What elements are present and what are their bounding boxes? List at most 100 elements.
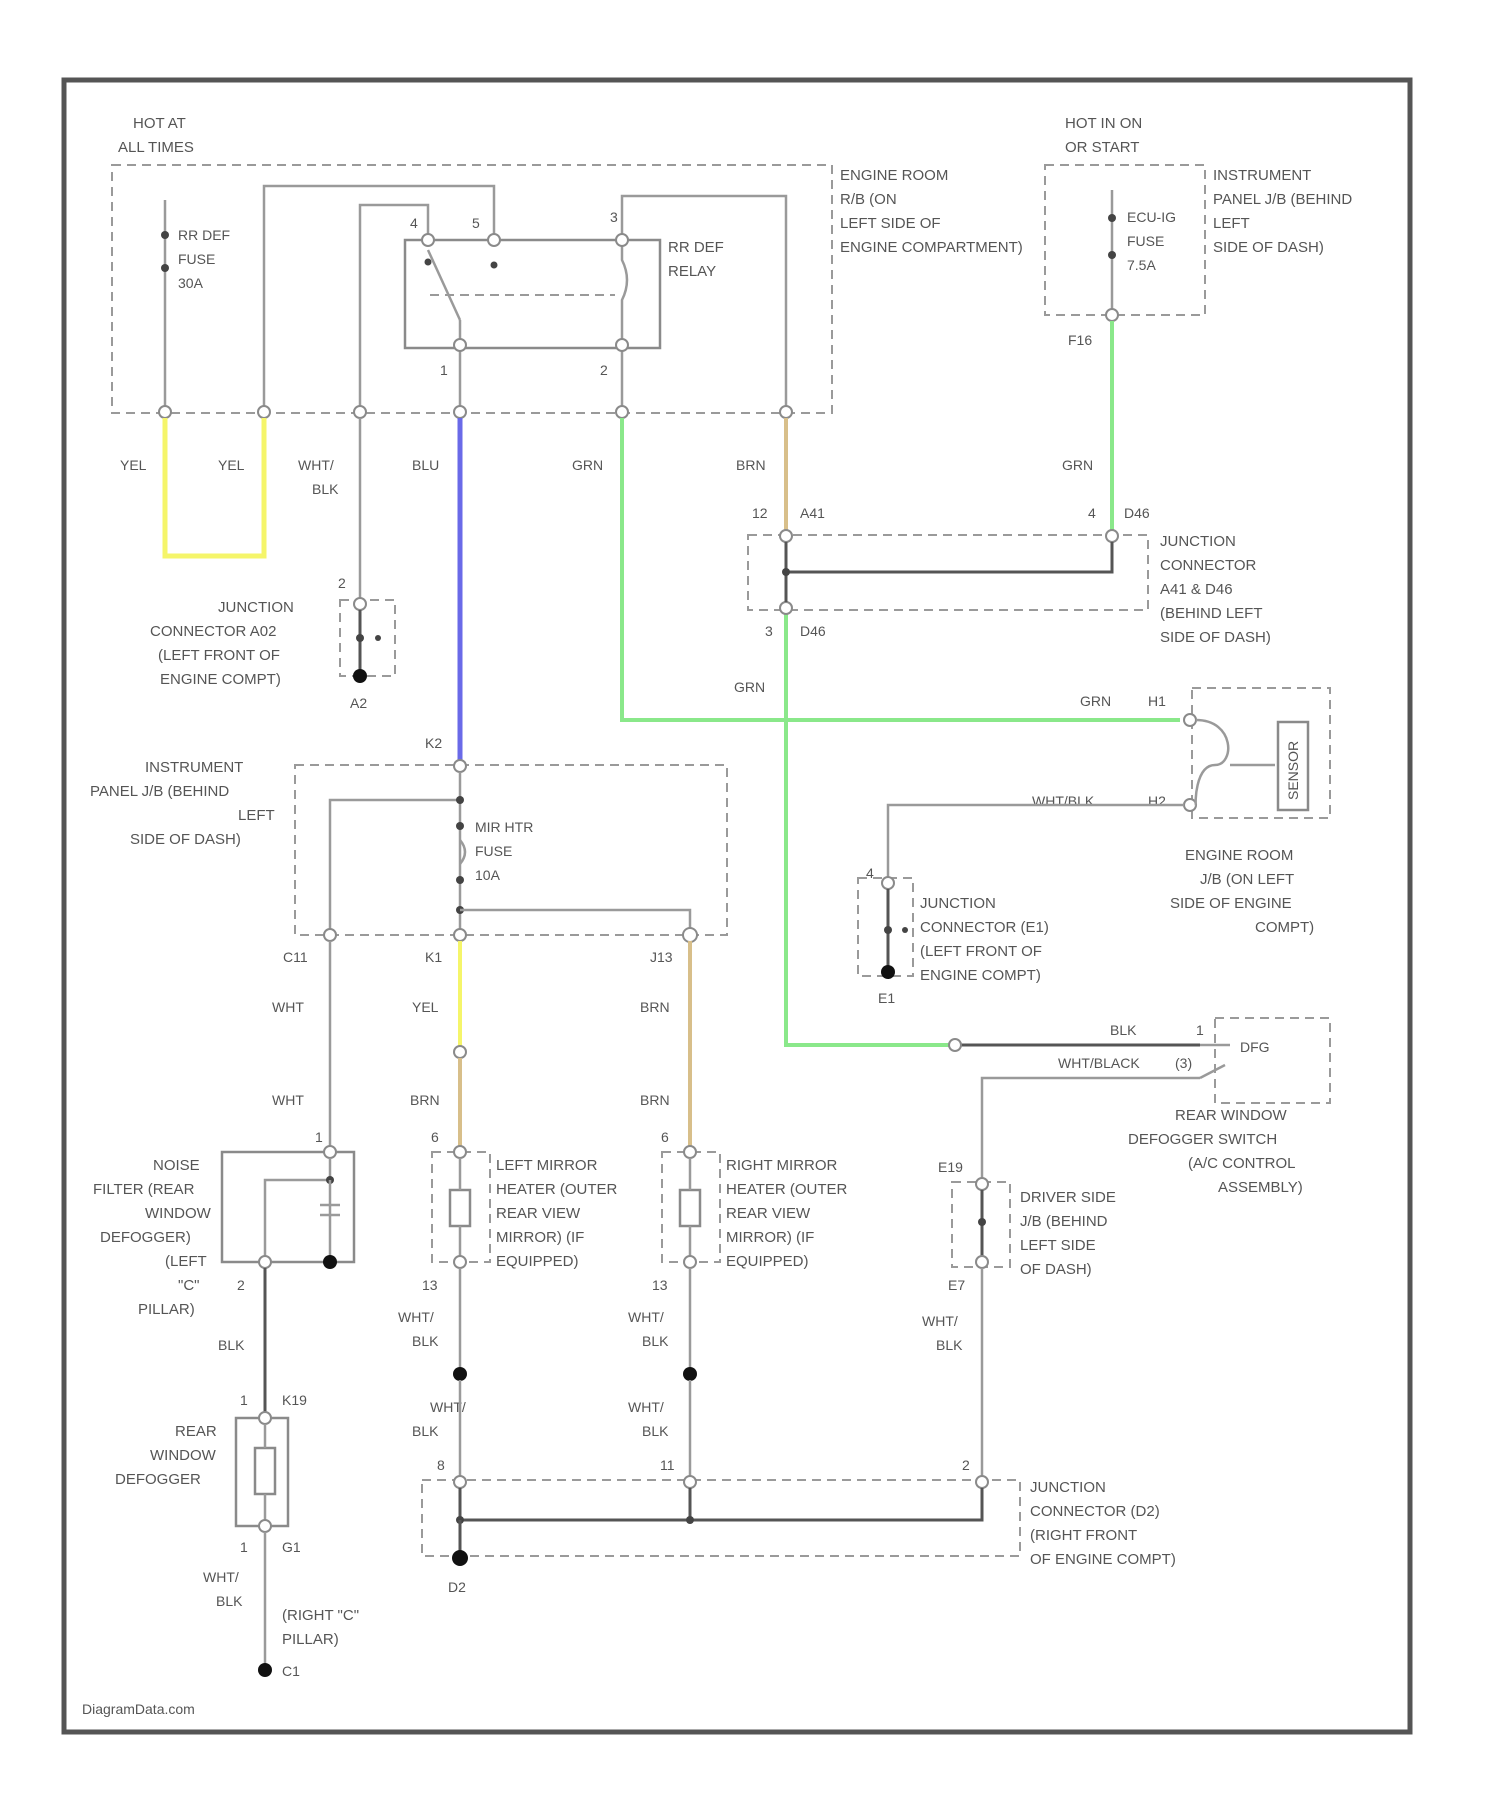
wire-label-wht-blk-m2-a: WHT/ [628,1309,664,1325]
wire-label-brn-r2: BRN [640,1092,670,1108]
relay-switch-arm [428,250,460,320]
pin-h1 [1184,714,1196,726]
ip-jb-top-l4: SIDE OF DASH) [1213,239,1324,256]
noise-filter-box [222,1152,354,1262]
ip-jb-top-l3: LEFT [1213,215,1250,232]
wire-label-brn-r1: BRN [640,999,670,1015]
fuse-node [1108,251,1116,259]
engine-room-rb-l1: ENGINE ROOM [840,167,948,184]
jc-e1-l2: CONNECTOR (E1) [920,919,1049,936]
splice-node [686,1516,694,1524]
wire-label-wht-blk-jb-a: WHT/ [922,1313,958,1329]
connector-a2: A2 [350,695,367,711]
right-c-pillar-l1: (RIGHT "C" [282,1607,359,1624]
jc-d2-l4: OF ENGINE COMPT) [1030,1551,1176,1568]
splice-node [375,635,381,641]
wire-label-wht-blk-a1: WHT/ [298,457,334,473]
rm-ground-dot [683,1367,697,1381]
ground-d2 [452,1550,468,1566]
engine-room-rb-l2: R/B (ON [840,191,897,208]
pin-3-switch: (3) [1175,1055,1192,1071]
pin-c11 [324,929,336,941]
right-mirror-element [680,1190,700,1226]
right-mirror-l2: HEATER (OUTER [726,1181,848,1198]
pin-k19 [259,1412,271,1424]
defogger-switch-l4: ASSEMBLY) [1218,1179,1303,1196]
ecu-ig-fuse-l2: FUSE [1127,233,1164,249]
pin-g1 [259,1520,271,1532]
pin-d46-top [1106,530,1118,542]
sensor-element [1196,720,1229,805]
jc-d2-bus [460,1488,982,1520]
pin-noise-1 [324,1146,336,1158]
pin-4: 4 [1088,505,1096,521]
wire-label-wht-black: WHT/BLACK [1058,1055,1140,1071]
wire-label-blk-left: BLK [218,1337,245,1353]
ip-jb-c11-wire [330,772,460,935]
left-mirror-l4: MIRROR) (IF [496,1229,584,1246]
relay-coil [622,240,627,412]
wht-black-wire-e19 [982,1078,1200,1180]
hot-at-all-times-l1: HOT AT [133,115,186,132]
defogger-switch-l1: REAR WINDOW [1175,1107,1288,1124]
pin-6-b: 6 [661,1129,669,1145]
wire-label-brn-top: BRN [736,457,766,473]
fuse-node [456,876,464,884]
wire-label-wht-blk-m4-b: BLK [642,1423,669,1439]
wire-label-wht-blk-m1-a: WHT/ [398,1309,434,1325]
pin-e1-num: 4 [866,865,874,881]
connector-d46-bot: D46 [800,623,826,639]
pin-1-switch: 1 [1196,1022,1204,1038]
wire-label-brn-low-l: BRN [410,1092,440,1108]
wire-label-blu: BLU [412,457,439,473]
ground-a2 [353,669,367,683]
splice-node [884,926,892,934]
wire-label-wht-1: WHT [272,999,304,1015]
yellow-wire-loop [165,418,264,556]
splice-node [782,568,790,576]
pin-1-left: 1 [315,1129,323,1145]
wire-label-wht-blk-h: WHT/BLK [1032,793,1095,809]
pin-3: 3 [765,623,773,639]
wire-label-yel-mid: YEL [412,999,439,1015]
engine-room-jb-box [1192,688,1330,818]
ip-jb-mid-l3: LEFT [238,807,275,824]
fuse-node [161,231,169,239]
relay-pin-4: 4 [410,215,418,231]
noise-filter-l7: PILLAR) [138,1301,195,1318]
wire-label-wht-blk-m4-a: WHT/ [628,1399,664,1415]
relay-pin4-wire [360,205,428,412]
wire-label-yel-left: YEL [120,457,147,473]
connector-c11: C11 [283,949,308,965]
jc-e1-l4: ENGINE COMPT) [920,967,1041,984]
right-mirror-l5: EQUIPPED) [726,1253,809,1270]
connector-c1: C1 [282,1663,300,1679]
connector-d2: D2 [448,1579,466,1595]
left-mirror-l1: LEFT MIRROR [496,1157,598,1174]
pin-right-mirror-in [684,1146,696,1158]
left-mirror-l3: REAR VIEW [496,1205,581,1222]
engine-room-rb-box [112,165,832,413]
jc-e1-l3: (LEFT FRONT OF [920,943,1042,960]
wire-label-wht-blk-a2: BLK [312,481,339,497]
connector-g1: G1 [282,1539,301,1555]
rear-defogger-box [236,1418,288,1526]
jc-a41-bus [786,542,1112,572]
pin-k1 [454,929,466,941]
relay-pin-3: 3 [610,209,618,225]
switch-tag: DFG [1240,1039,1270,1055]
jc-a2-l3: (LEFT FRONT OF [158,647,280,664]
wire-label-grn-h: GRN [1080,693,1111,709]
defogger-switch-box [1215,1018,1330,1103]
pin-1-g1: 1 [240,1539,248,1555]
pin-left-mirror-out [454,1256,466,1268]
relay-contact [425,259,432,266]
right-mirror-l1: RIGHT MIRROR [726,1157,838,1174]
connector-e19: E19 [938,1159,963,1175]
splice-node [456,796,464,804]
rr-def-fuse-l3: 30A [178,275,204,291]
pin-left-mirror-in [454,1146,466,1158]
wire-label-wht-blk-bottom-b: BLK [216,1593,243,1609]
ecu-ig-fuse-l1: ECU-IG [1127,209,1176,225]
